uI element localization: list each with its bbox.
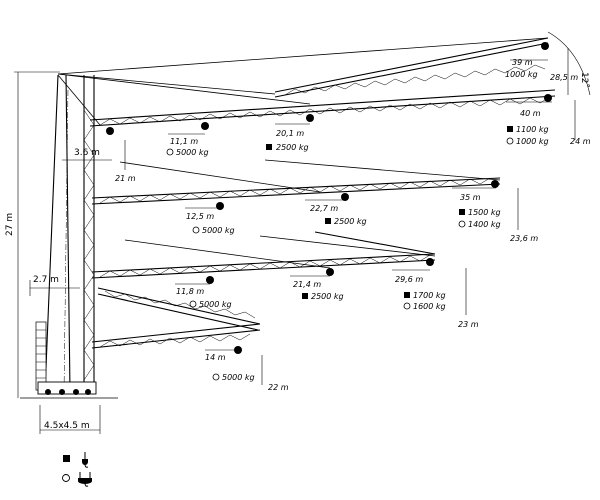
boom-config-1	[57, 37, 556, 135]
filled-square-icon	[325, 218, 331, 224]
luffing-angle-label: 12˚	[579, 72, 590, 88]
c1-end-load-square: 1100 kg	[516, 125, 549, 134]
c3-end-load-circle: 1600 kg	[413, 302, 446, 311]
c3-hook-height: 23 m	[458, 320, 479, 329]
c1-inner-load: 5000 kg	[176, 148, 209, 157]
c3-inner-radius: 11,8 m	[176, 287, 204, 296]
c1-tip-radius: 39 m	[512, 58, 533, 67]
c2-end-load-circle: 1400 kg	[468, 220, 501, 229]
open-circle-icon	[62, 474, 70, 482]
c3-end-load-square: 1700 kg	[413, 291, 446, 300]
open-circle-icon	[166, 148, 174, 156]
c4-hook-height: 22 m	[268, 383, 289, 392]
c4-radius: 14 m	[205, 353, 226, 362]
filled-square-icon	[302, 293, 308, 299]
base-size-label: 4.5x4.5 m	[44, 421, 90, 431]
c2-inner-load: 5000 kg	[202, 226, 235, 235]
filled-square-icon	[266, 144, 272, 150]
boom-config-4	[91, 287, 261, 354]
dimension-lines	[14, 31, 591, 434]
c2-jib-height: 21 m	[115, 174, 136, 183]
c3-mid-load: 2500 kg	[311, 292, 344, 301]
c2-mid-radius: 22,7 m	[310, 204, 338, 213]
c1-mid-radius: 20,1 m	[276, 129, 304, 138]
open-circle-icon	[192, 226, 200, 234]
c1-mid-load: 2500 kg	[276, 143, 309, 152]
legend	[62, 452, 92, 487]
open-circle-icon	[403, 302, 411, 310]
c1-hook-height: 24 m	[570, 137, 591, 146]
c2-end-load-square: 1500 kg	[468, 208, 501, 217]
c1-end-load-circle: 1000 kg	[516, 137, 549, 146]
filled-square-icon	[63, 455, 70, 462]
open-circle-icon	[212, 373, 220, 381]
c3-inner-load: 5000 kg	[199, 300, 232, 309]
c1-tip-load: 1000 kg	[505, 70, 538, 79]
open-circle-icon	[189, 300, 197, 308]
open-circle-icon	[458, 220, 466, 228]
c2-inner-radius: 12,5 m	[186, 212, 214, 221]
jib-offset-label: 3.6 m	[74, 148, 100, 158]
filled-square-icon	[404, 292, 410, 298]
total-height-label: 27 m	[5, 213, 15, 236]
c3-mid-radius: 21,4 m	[293, 280, 321, 289]
c2-radius: 35 m	[460, 193, 481, 202]
c1-inner-radius: 11,1 m	[170, 137, 198, 146]
mast-offset-label: 2.7 m	[33, 275, 59, 285]
filled-square-icon	[459, 209, 465, 215]
c2-hook-height: 23,6 m	[510, 234, 538, 243]
c1-tip-height: 28,5 m	[550, 73, 578, 82]
c4-inner-load: 5000 kg	[222, 373, 255, 382]
filled-square-icon	[507, 126, 513, 132]
c2-mid-load: 2500 kg	[334, 217, 367, 226]
c1-radius: 40 m	[520, 109, 541, 118]
c3-radius: 29,6 m	[395, 275, 423, 284]
boom-config-2	[91, 159, 501, 210]
boom-config-3	[91, 231, 436, 284]
open-circle-icon	[506, 137, 514, 145]
single-hook-icon	[82, 452, 89, 468]
double-hook-icon	[78, 472, 92, 487]
crane-mast	[20, 74, 118, 399]
